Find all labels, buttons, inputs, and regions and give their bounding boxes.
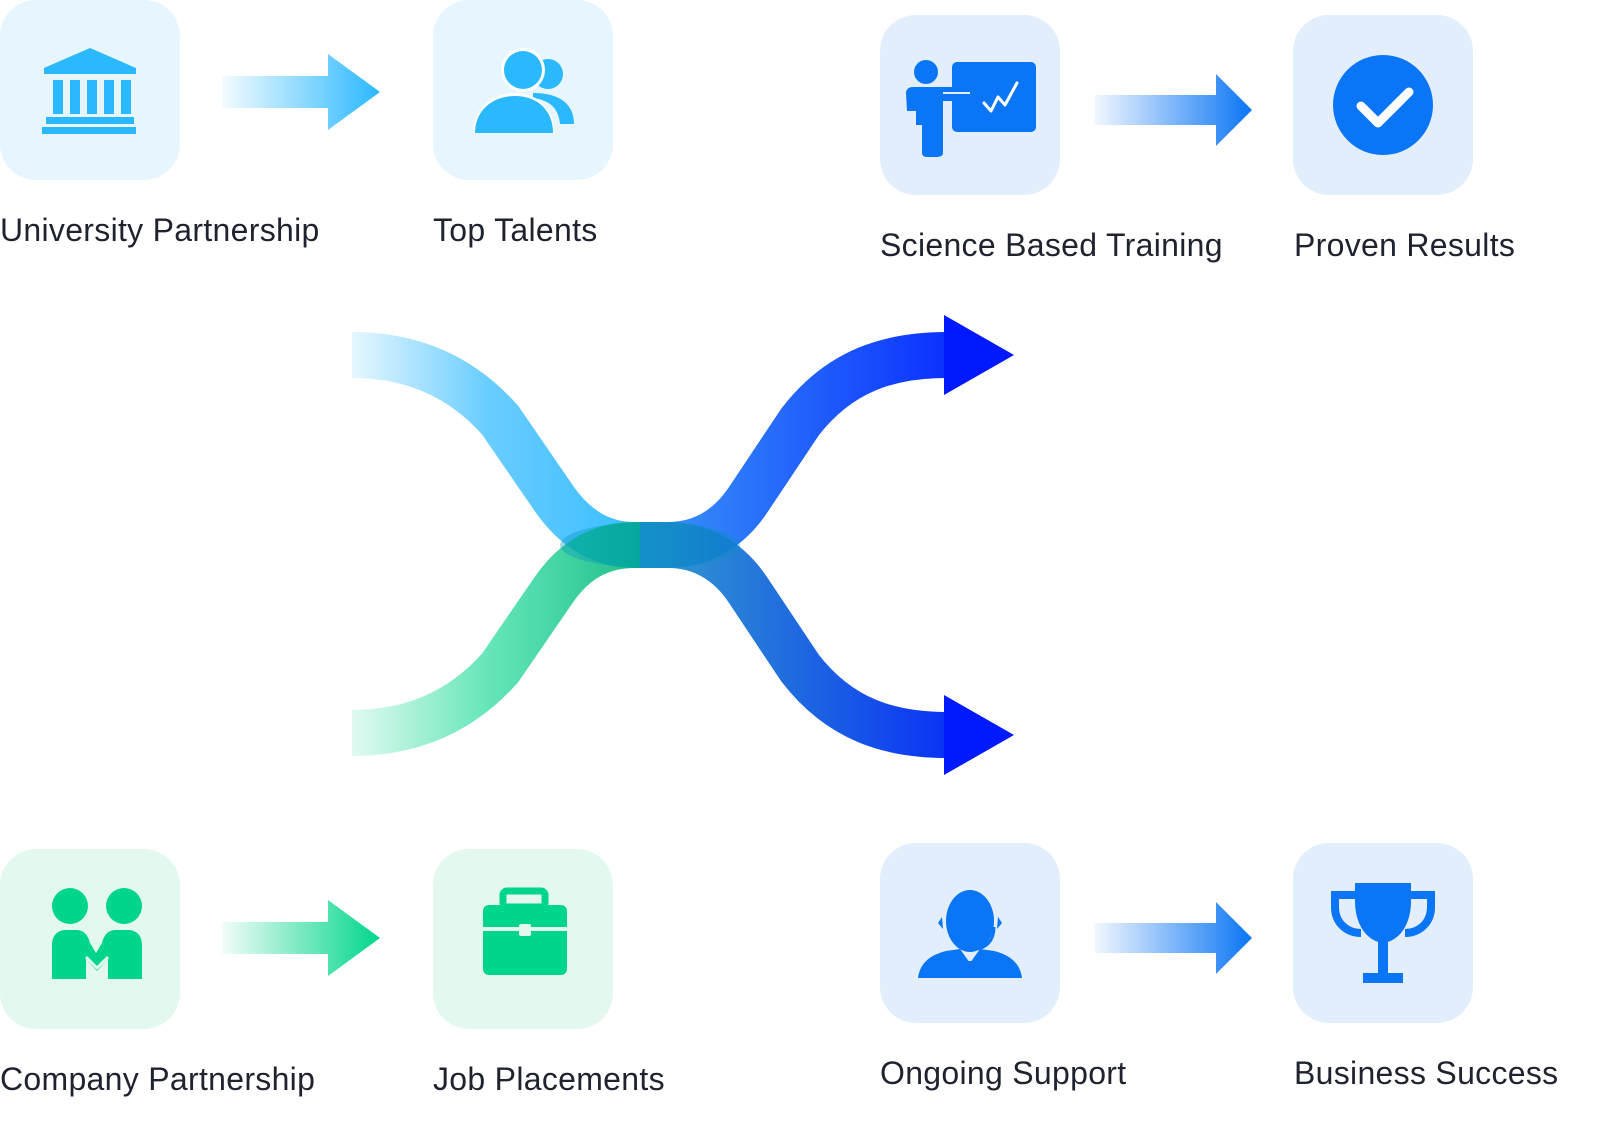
university-partnership-tile	[0, 0, 180, 180]
ongoing-support-label: Ongoing Support	[880, 1055, 1127, 1091]
arrow-university-to-talents	[222, 54, 380, 130]
check-circle-icon	[1333, 55, 1433, 155]
ongoing-support-tile	[880, 843, 1060, 1023]
arrow-training-to-results	[1094, 74, 1252, 146]
handshake-people-icon	[52, 888, 142, 979]
flow-band-university	[351, 332, 660, 568]
presentation-trainer-icon	[906, 60, 1036, 157]
science-based-training-tile	[880, 15, 1060, 195]
proven-results-label: Proven Results	[1294, 227, 1516, 263]
company-partnership-tile	[0, 849, 180, 1029]
support-agent-icon	[918, 890, 1022, 978]
flow-band-training	[640, 332, 948, 568]
company-partnership-label: Company Partnership	[0, 1061, 316, 1097]
job-placements-tile	[433, 849, 613, 1029]
briefcase-icon	[483, 887, 567, 975]
flow-arrowhead-upper	[944, 315, 1014, 395]
top-talents-label: Top Talents	[433, 212, 598, 248]
job-placements-label: Job Placements	[433, 1061, 665, 1097]
trophy-icon	[1331, 883, 1435, 983]
top-talents-tile	[433, 0, 613, 180]
flow-merge-point	[560, 522, 740, 568]
university-building-icon	[42, 48, 136, 134]
proven-results-tile	[1293, 15, 1473, 195]
science-based-training-label: Science Based Training	[880, 227, 1223, 263]
flow-band-support	[640, 522, 948, 758]
arrow-company-to-jobs	[222, 900, 380, 976]
business-success-label: Business Success	[1294, 1055, 1559, 1091]
business-success-tile	[1293, 843, 1473, 1023]
flow-band-company	[351, 522, 660, 756]
university-partnership-label: University Partnership	[0, 212, 320, 248]
flow-arrowhead-lower	[944, 695, 1014, 775]
arrow-support-to-success	[1094, 902, 1252, 974]
people-group-icon	[473, 48, 574, 133]
